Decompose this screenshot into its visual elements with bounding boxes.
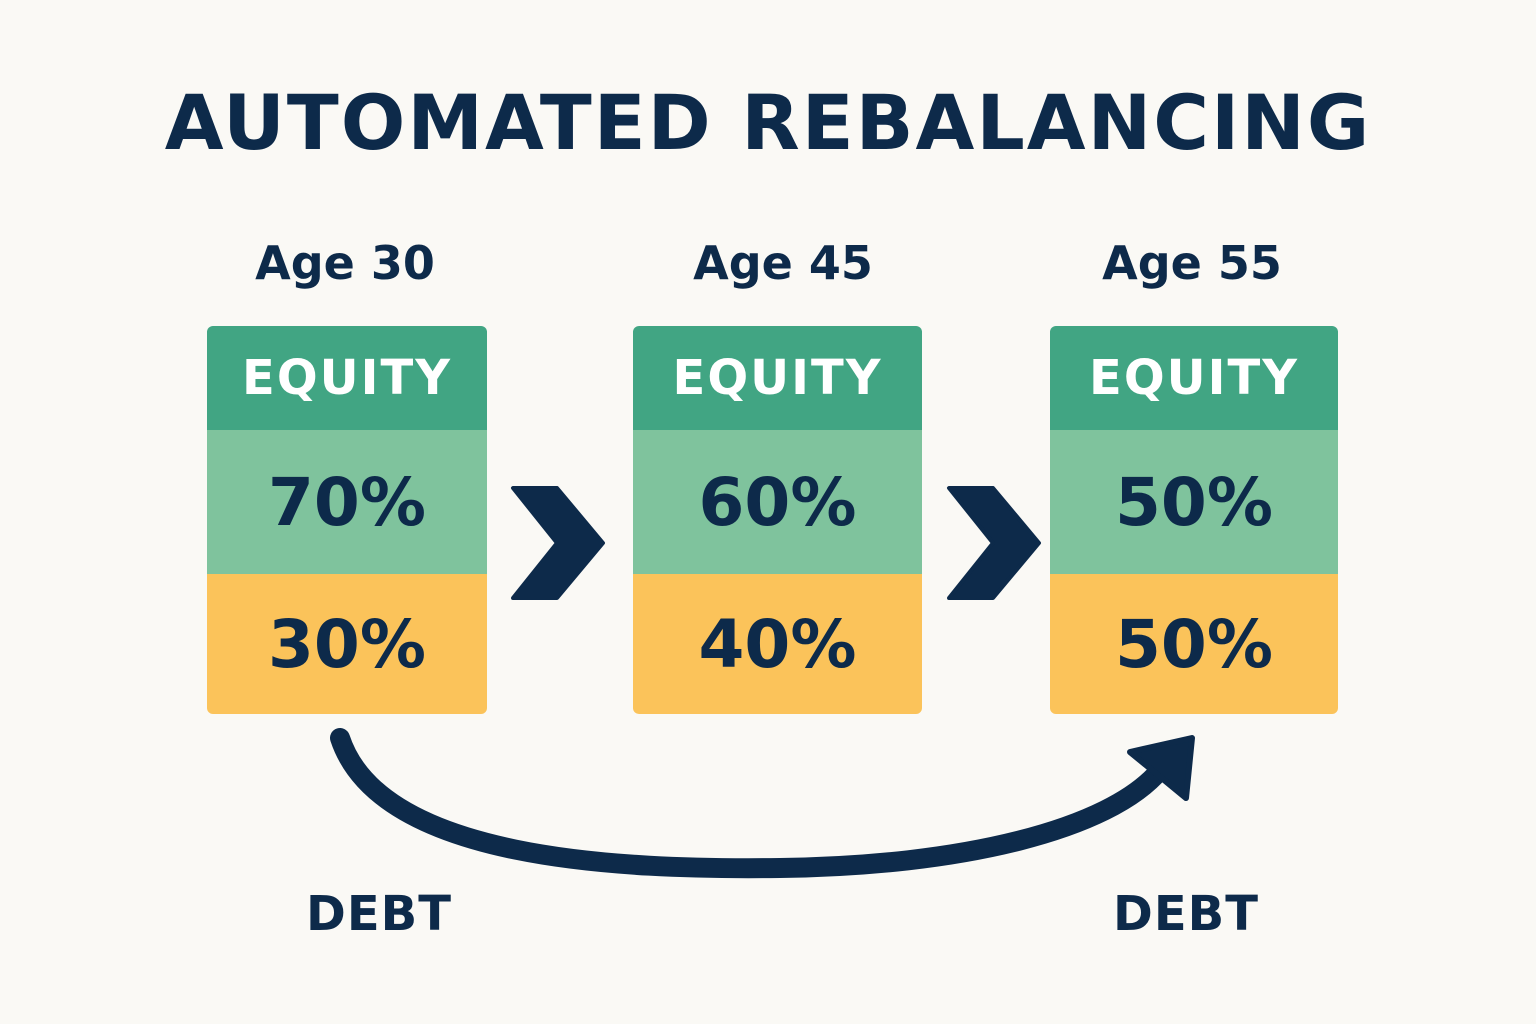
chevron-right-icon [947,486,1041,600]
allocation-card-age-55: EQUITY 50% 50% [1050,326,1338,714]
debt-label-left: DEBT [306,886,452,942]
debt-percentage: 30% [207,574,487,714]
age-label-30: Age 30 [255,236,435,290]
allocation-card-age-30: EQUITY 70% 30% [207,326,487,714]
page-title: AUTOMATED REBALANCING [164,78,1372,167]
chevron-right-icon [511,486,605,600]
debt-percentage: 50% [1050,574,1338,714]
equity-header: EQUITY [633,326,922,430]
debt-percentage: 40% [633,574,922,714]
age-label-45: Age 45 [693,236,873,290]
debt-label-right: DEBT [1113,886,1259,942]
equity-percentage: 50% [1050,430,1338,574]
equity-header: EQUITY [1050,326,1338,430]
age-label-55: Age 55 [1102,236,1282,290]
equity-header: EQUITY [207,326,487,430]
allocation-card-age-45: EQUITY 60% 40% [633,326,922,714]
equity-percentage: 70% [207,430,487,574]
equity-percentage: 60% [633,430,922,574]
